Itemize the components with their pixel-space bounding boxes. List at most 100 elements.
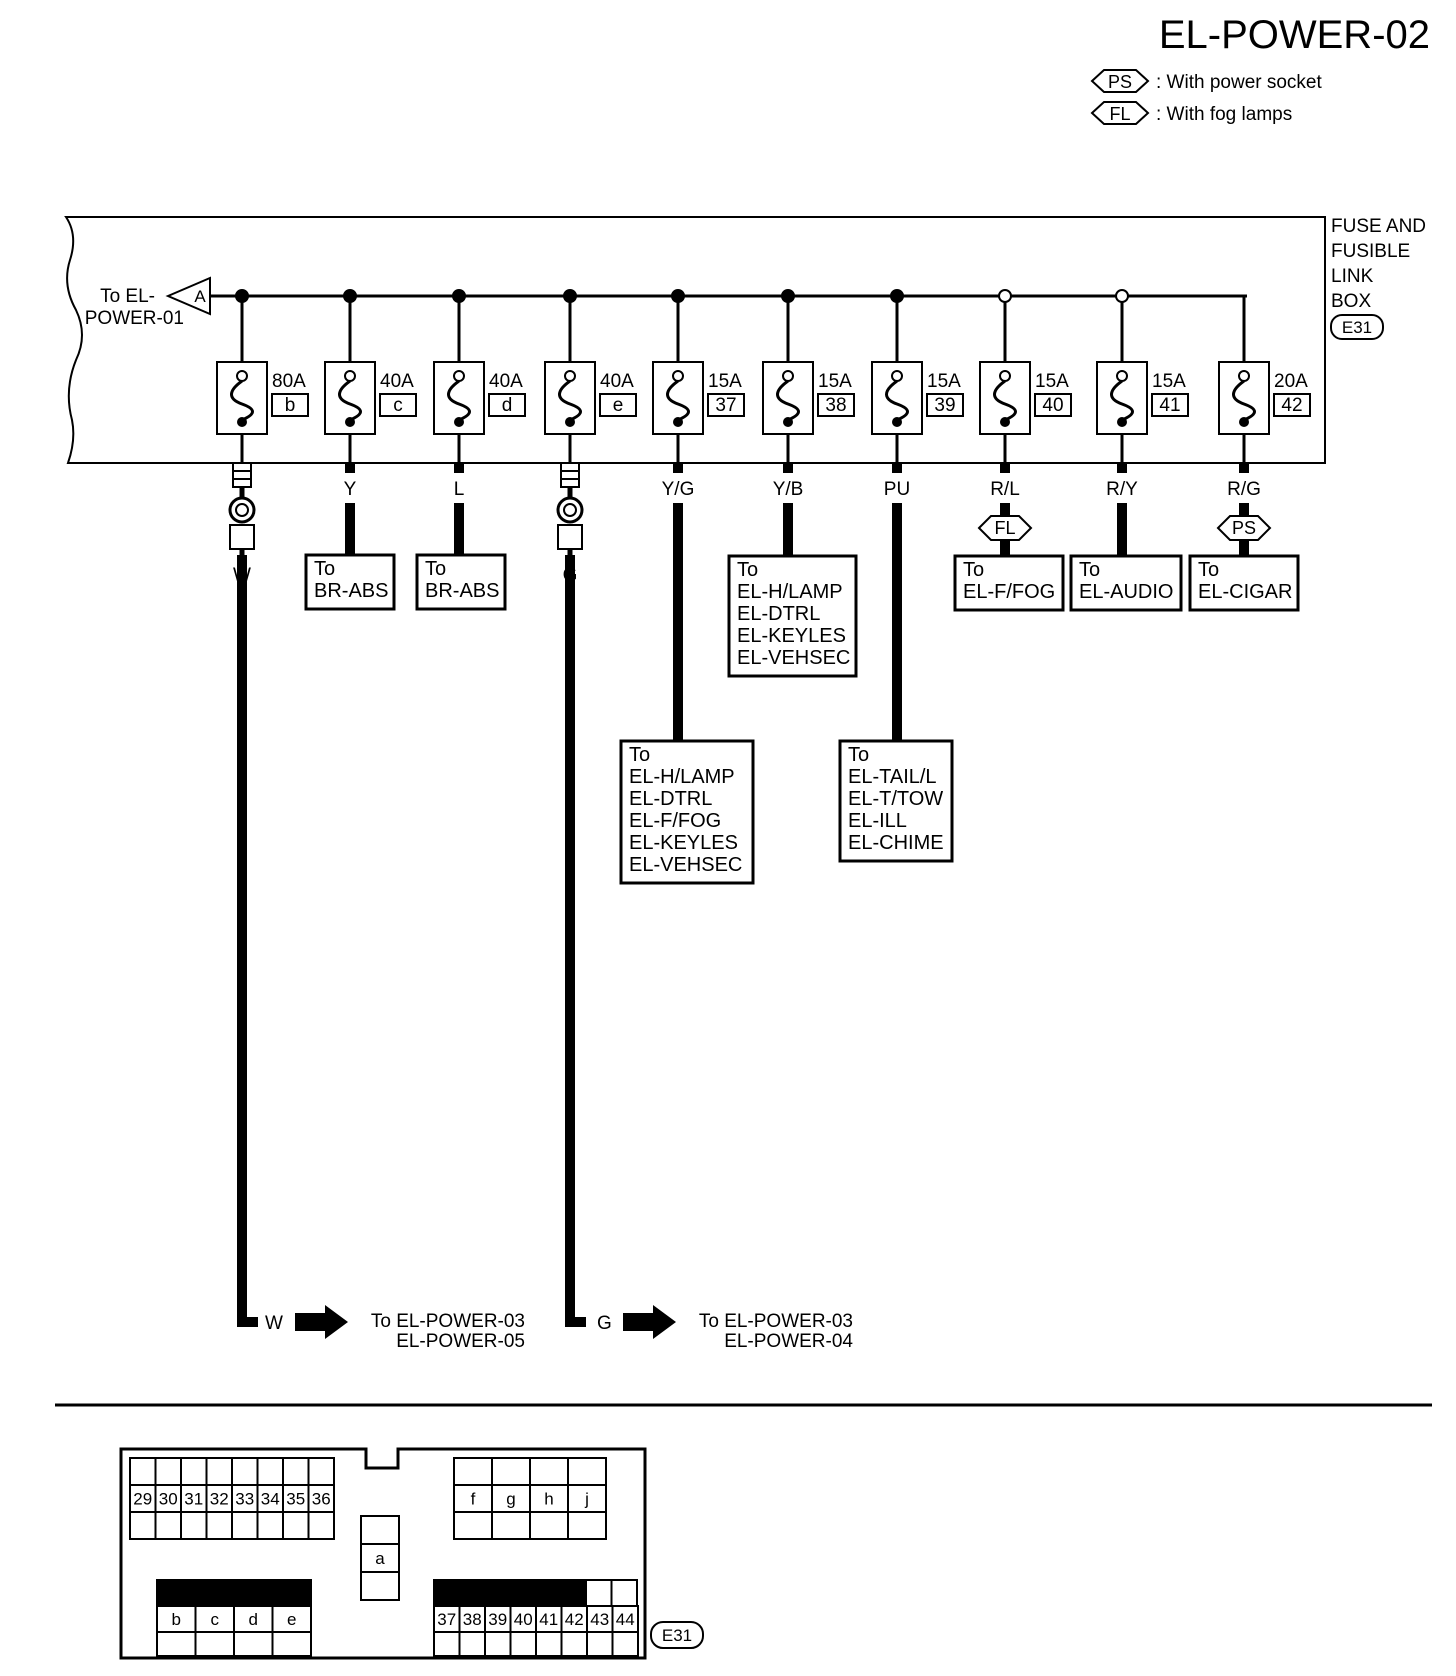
destination-line: EL-VEHSEC: [737, 647, 850, 669]
fuse-terminal: [891, 370, 903, 382]
connector-cell: [256, 1457, 284, 1486]
right-arrow-icon: [295, 1305, 348, 1339]
destination-line: EL-H/LAMP: [629, 766, 735, 788]
wire-stub: [454, 463, 464, 473]
legend-tag: FL: [1109, 104, 1130, 124]
connector-cell: [129, 1511, 157, 1540]
connector-cell-label: 39: [488, 1610, 507, 1629]
connector-cell: [180, 1484, 208, 1513]
fuse-terminal: [672, 370, 684, 382]
connector-cell: [154, 1511, 182, 1540]
fuse-terminal: [564, 370, 576, 382]
connector-cell-label: c: [211, 1610, 220, 1629]
arrow-dest-line: To EL-POWER-03: [371, 1311, 525, 1332]
eyelet-terminal-inner: [235, 503, 249, 517]
connector-cell: [271, 1605, 312, 1633]
destination-line: To: [629, 744, 650, 766]
connector-cell-label: 41: [539, 1610, 558, 1629]
connector-cell: [180, 1511, 208, 1540]
destination-line: BR-ABS: [314, 580, 388, 602]
legend-text: : With fog lamps: [1156, 104, 1292, 125]
connector-cell: [491, 1484, 531, 1513]
connector-cell: [567, 1484, 607, 1513]
box-label-line: FUSE AND: [1331, 216, 1426, 237]
connector-cell-label: d: [249, 1610, 258, 1629]
connector-cell: [433, 1605, 461, 1633]
fuse-element-icon: [776, 379, 800, 422]
harness-w: [237, 555, 258, 1327]
connector-cell: [529, 1511, 569, 1540]
fuse-terminal: [782, 370, 794, 382]
connector-cell-label: 34: [261, 1490, 280, 1509]
fuse-id-box: [707, 393, 745, 417]
destination-line: EL-F/FOG: [963, 581, 1055, 603]
legend-item-fl: FL : With fog lamps: [1090, 101, 1292, 125]
connector-cell: [433, 1631, 461, 1657]
ps-option-badge: [1090, 69, 1150, 93]
terminal-block: [560, 462, 580, 488]
connector-id-badge: [1330, 314, 1384, 340]
page-title: EL-POWER-02: [1159, 13, 1430, 57]
wire-color-label: R/Y: [1106, 479, 1138, 500]
connector-cell: [585, 1579, 613, 1607]
arrow-to-power-03-05: W To EL-POWER-03 EL-POWER-05: [265, 1305, 525, 1352]
connector-block-fill: [156, 1579, 312, 1607]
connector-cell: [560, 1631, 588, 1657]
fuse-rating: 15A: [1152, 371, 1186, 392]
destination-box: [838, 739, 954, 863]
connector-cell-label: j: [584, 1490, 589, 1509]
destination-box: [304, 553, 396, 611]
connector-cell: [567, 1511, 607, 1540]
junction-dot: [671, 289, 685, 303]
fuse-box-outline: [64, 216, 1326, 464]
input-label-line: POWER-01: [85, 308, 184, 329]
connector-cell: [535, 1631, 563, 1657]
fuse-id: 41: [1159, 395, 1180, 416]
connector-cell: [233, 1605, 274, 1633]
connector-cell: [458, 1631, 486, 1657]
connector-cell-label: b: [172, 1610, 181, 1629]
connector-cell-label: 33: [235, 1490, 254, 1509]
fl-option-badge: [1090, 101, 1150, 125]
connector-cell: [231, 1457, 259, 1486]
connector-cell: [586, 1631, 614, 1657]
connector-cell-label: g: [506, 1490, 515, 1509]
connector-cell: [154, 1457, 182, 1486]
fuse-id: 37: [715, 395, 736, 416]
legend: PS : With power socket FL : With fog lam…: [1090, 69, 1322, 125]
harness-connector: [557, 524, 583, 550]
fuse-element-icon: [993, 379, 1017, 422]
fuse-terminal: [1238, 370, 1250, 382]
connector-cell-label: 29: [133, 1490, 152, 1509]
destination-line: EL-VEHSEC: [629, 854, 742, 876]
fuse-id: e: [613, 395, 624, 416]
fuse-rating: 40A: [489, 371, 523, 392]
junction-dot: [1115, 289, 1129, 303]
destination-line: EL-KEYLES: [737, 625, 846, 647]
harness-g: [565, 555, 586, 1327]
connector-cell-label: 37: [437, 1610, 456, 1629]
option-badge: [977, 515, 1033, 541]
fuse-terminal: [344, 370, 356, 382]
fuse-element-icon: [558, 379, 582, 422]
box-label-line: BOX: [1331, 291, 1371, 312]
connector-cell: [509, 1631, 537, 1657]
option-badge-label: PS: [1232, 518, 1256, 538]
fuse-id: 39: [934, 395, 955, 416]
fuse-id-box: [1273, 393, 1311, 417]
destination-box: [953, 554, 1065, 612]
fuse-rating: 15A: [1035, 371, 1069, 392]
connector-cell: [611, 1605, 639, 1633]
connector-cell: [156, 1631, 197, 1657]
wire-color-label: R/L: [990, 479, 1020, 500]
harness-connector: [229, 524, 255, 550]
fuse-id-box: [926, 393, 964, 417]
wire-stub: [673, 463, 683, 473]
connector-cell: [282, 1457, 310, 1486]
fuse-id: b: [285, 395, 296, 416]
